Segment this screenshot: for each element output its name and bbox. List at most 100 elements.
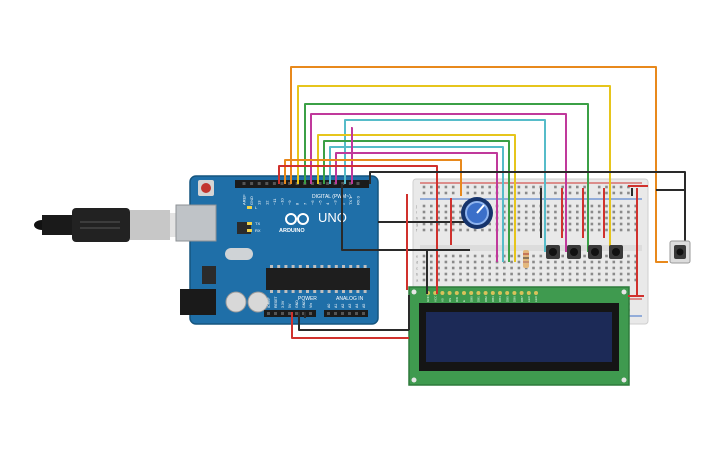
digital-pin-label: 7: [302, 202, 307, 205]
digital-pin-hole[interactable]: [265, 182, 269, 185]
push-button-2[interactable]: [567, 245, 581, 259]
breadboard-row-letter: j: [415, 204, 417, 209]
lcd-pin-label: RW: [455, 297, 459, 302]
analog-header-label: ANALOG IN: [336, 296, 364, 302]
center-channel: [420, 245, 642, 251]
wire-red-5v[interactable]: [291, 312, 409, 339]
lcd-pin[interactable]: [483, 291, 488, 295]
breadboard-row-letter: b: [416, 272, 419, 277]
power-pin-hole[interactable]: [274, 312, 277, 315]
digital-pin-hole[interactable]: [348, 182, 352, 185]
analog-pin-hole[interactable]: [348, 312, 351, 315]
push-button-4[interactable]: [609, 245, 623, 259]
lcd-pin[interactable]: [440, 291, 445, 295]
capacitor-icon: [247, 291, 269, 313]
atmega-chip: [266, 268, 370, 290]
analog-pin-hole[interactable]: [362, 312, 365, 315]
lcd-pin[interactable]: [490, 291, 495, 295]
potentiometer[interactable]: [461, 197, 493, 229]
digital-pin-hole[interactable]: [280, 182, 284, 185]
lcd-pin[interactable]: [498, 291, 502, 295]
digital-pin-hole[interactable]: [272, 182, 276, 185]
external-push-button[interactable]: [669, 240, 691, 264]
breadboard-row-letter: h: [416, 216, 418, 221]
breadboard-row-letter: a: [416, 278, 419, 283]
wire-orange-top[interactable]: [290, 66, 668, 263]
digital-pin-label: 8: [295, 202, 300, 205]
power-pin-hole[interactable]: [295, 312, 298, 315]
analog-pin-hole[interactable]: [341, 312, 344, 315]
wire-magenta-inner[interactable]: [335, 152, 498, 262]
lcd-pin[interactable]: [454, 291, 459, 295]
lcd-pin-label: DB1: [477, 296, 481, 302]
power-header-label: POWER: [298, 296, 317, 302]
digital-pin-label: ~3: [333, 200, 338, 205]
wire-red-pot[interactable]: [278, 165, 438, 294]
crystal-icon: [225, 248, 253, 260]
lcd-pin[interactable]: [534, 291, 538, 295]
power-pin-hole[interactable]: [288, 312, 291, 315]
analog-pin-hole[interactable]: [327, 312, 330, 315]
lcd-pin[interactable]: [476, 291, 481, 295]
wire-magenta-top[interactable]: [310, 113, 567, 252]
lcd-pin[interactable]: [526, 291, 531, 295]
digital-pin-hole[interactable]: [288, 182, 292, 185]
lcd-pin-label: DB5: [505, 296, 509, 302]
digital-pin-label: ~10: [280, 197, 285, 205]
wire-black-top[interactable]: [369, 171, 686, 191]
push-button-1[interactable]: [546, 245, 560, 259]
resistor-icon: [523, 250, 529, 268]
power-pin-hole[interactable]: [302, 312, 305, 315]
digital-pin-hole[interactable]: [341, 182, 345, 185]
power-pin-hole[interactable]: [267, 312, 270, 315]
wire-black-gnd[interactable]: [298, 312, 409, 331]
lcd-pin[interactable]: [469, 291, 474, 295]
push-button-3[interactable]: [588, 245, 602, 259]
power-jack: [180, 289, 216, 315]
arduino-logo-icon: [285, 213, 309, 225]
digital-pin-hole[interactable]: [310, 182, 314, 185]
logo-text: ARDUINO: [279, 228, 305, 234]
usb-cable: [34, 208, 192, 242]
power-pin-label: IOREF: [267, 297, 271, 308]
wire-orange-pot[interactable]: [284, 159, 462, 196]
digital-header[interactable]: [235, 180, 369, 188]
digital-pin-hole[interactable]: [326, 182, 330, 185]
digital-pin-label: 13: [257, 200, 262, 205]
digital-pin-hole[interactable]: [257, 182, 261, 185]
analog-pin-hole[interactable]: [355, 312, 358, 315]
lcd-pin[interactable]: [505, 291, 510, 295]
lcd-pin[interactable]: [512, 291, 517, 295]
push-buttons[interactable]: [546, 245, 623, 259]
digital-header-label: DIGITAL (PWM~): [312, 194, 351, 200]
digital-pin-hole[interactable]: [250, 182, 254, 185]
digital-pin-hole[interactable]: [356, 182, 360, 185]
wire-magenta-short[interactable]: [351, 127, 353, 184]
lcd-pin-label: DB3: [491, 296, 495, 302]
board-model-label: UNO: [318, 210, 347, 225]
digital-pin-hole[interactable]: [318, 182, 322, 185]
power-pin-label: GND: [295, 300, 299, 308]
analog-header[interactable]: [324, 310, 368, 317]
wire-green-inner[interactable]: [323, 140, 510, 262]
analog-pin-hole[interactable]: [334, 312, 337, 315]
power-pin-label: RESET: [274, 295, 278, 308]
breadboard-row-letter: e: [416, 254, 419, 259]
lcd-pin-label: VCC: [433, 295, 437, 302]
power-pin-label: 5V: [288, 303, 292, 308]
power-pin-label: 3.3V: [281, 300, 285, 308]
lcd-pin[interactable]: [519, 291, 524, 295]
lcd-pin[interactable]: [447, 291, 452, 295]
wire-green-top[interactable]: [304, 103, 589, 252]
power-pin-hole[interactable]: [309, 312, 312, 315]
lcd-pin[interactable]: [462, 291, 466, 295]
digital-pin-hole[interactable]: [242, 182, 246, 185]
digital-pin-label: ~6: [310, 200, 315, 205]
wire-yellow-top[interactable]: [297, 85, 611, 252]
breadboard-row-letter: i: [416, 210, 417, 215]
power-pin-hole[interactable]: [281, 312, 284, 315]
tx-led-label: TX: [255, 221, 260, 226]
